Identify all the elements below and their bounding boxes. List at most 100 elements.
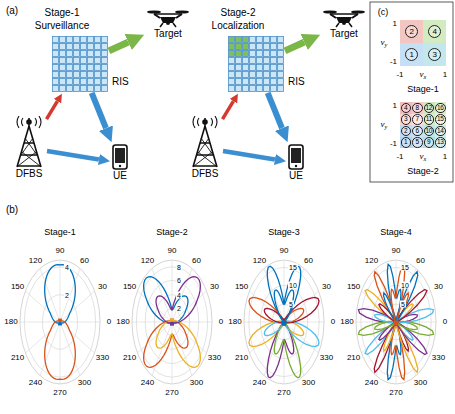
- callout-number: 11: [424, 114, 435, 125]
- region-cell: 16: [435, 102, 447, 114]
- callout-number: 4: [428, 25, 441, 38]
- angle-tick: 120: [29, 257, 42, 265]
- node-label: UE: [289, 170, 303, 182]
- angle-tick: 0: [219, 318, 223, 326]
- polar-plot: [20, 260, 100, 384]
- panel-label: (a): [6, 6, 18, 16]
- radial-tick: 15: [400, 264, 410, 271]
- region-cell: 3: [423, 43, 446, 66]
- region-cell: 11: [423, 114, 435, 126]
- angle-tick: 210: [235, 354, 248, 362]
- plot-title: Stage-1: [44, 228, 76, 237]
- node-label: DFBS: [16, 168, 43, 180]
- angle-tick: 60: [80, 257, 89, 265]
- node-label: DFBS: [192, 168, 219, 180]
- radial-tick: 4: [64, 263, 70, 270]
- angle-tick: 180: [228, 318, 241, 326]
- callout-number: 2: [401, 126, 412, 137]
- angle-tick: 300: [414, 379, 427, 387]
- signal-arrow: [285, 42, 304, 51]
- signal-arrow: [92, 93, 106, 128]
- axis-tick: -1: [390, 58, 397, 66]
- radial-tick: 10: [288, 282, 298, 289]
- node-label: Target: [330, 28, 358, 40]
- axis-tick: -1: [396, 153, 403, 161]
- axis-tick: 1: [393, 102, 397, 110]
- axis-tick: 1: [443, 71, 447, 79]
- signal-arrow: [223, 101, 234, 119]
- angle-tick: 0: [443, 318, 447, 326]
- region-cell: 10: [423, 125, 435, 137]
- angle-tick: 210: [347, 354, 360, 362]
- callout-number: 13: [435, 137, 446, 148]
- angle-tick: 120: [141, 257, 154, 265]
- angle-tick: 330: [96, 354, 109, 362]
- region-cell: 12: [423, 102, 435, 114]
- region-cell: 4: [423, 20, 446, 43]
- region-cell: 3: [400, 114, 412, 126]
- node-label: RIS: [112, 76, 129, 88]
- polar-plot: [244, 260, 324, 384]
- radial-tick: 2: [176, 305, 182, 312]
- angle-tick: 0: [331, 318, 335, 326]
- phone-icon: [112, 144, 128, 170]
- plot-title: Stage-2: [156, 228, 188, 237]
- region-cell: 5: [412, 137, 424, 149]
- panel-frame: [370, 2, 453, 182]
- region-cell: 15: [435, 114, 447, 126]
- angle-tick: 120: [253, 257, 266, 265]
- angle-tick: 30: [434, 283, 443, 291]
- stage-title: Stage-1: [44, 8, 79, 18]
- radial-tick: 5: [400, 301, 406, 308]
- stage-subtitle: Localization: [212, 21, 265, 31]
- ris-icon: [228, 36, 284, 92]
- axis-tick: -1: [396, 71, 403, 79]
- region-cell: 4: [400, 102, 412, 114]
- callout-number: 5: [412, 137, 423, 148]
- angle-tick: 240: [141, 379, 154, 387]
- axis-tick: 1: [393, 20, 397, 28]
- callout-number: 16: [435, 103, 446, 114]
- stage-title: Stage-2: [220, 8, 255, 18]
- angle-tick: 270: [389, 389, 402, 397]
- angle-tick: 180: [340, 318, 353, 326]
- angle-tick: 90: [280, 247, 289, 255]
- tower-icon: [12, 116, 46, 168]
- signal-arrow: [109, 42, 128, 51]
- signal-arrow: [268, 93, 282, 128]
- axis-label: vy: [381, 38, 388, 48]
- base-station: DFBS: [188, 116, 222, 180]
- angle-tick: 120: [365, 257, 378, 265]
- region-cell: 1: [400, 137, 412, 149]
- region-cell: 14: [435, 125, 447, 137]
- radial-tick: 2: [64, 291, 70, 298]
- region-cell: 9: [423, 137, 435, 149]
- angle-tick: 60: [192, 257, 201, 265]
- polar-plot: [356, 260, 436, 384]
- axis-label: vy: [381, 120, 388, 130]
- user-equipment: UE: [288, 144, 304, 182]
- angle-tick: 150: [347, 283, 360, 291]
- angle-tick: 90: [168, 247, 177, 255]
- axis-tick: 1: [443, 153, 447, 161]
- axis-label: vx: [420, 70, 427, 80]
- angle-tick: 210: [11, 354, 24, 362]
- callout-number: 9: [424, 137, 435, 148]
- callout-number: 8: [412, 103, 423, 114]
- node-label: UE: [113, 170, 127, 182]
- angle-tick: 270: [277, 389, 290, 397]
- user-equipment: UE: [112, 144, 128, 182]
- stage-subtitle: Surveillance: [35, 21, 89, 31]
- region-cell: 1: [400, 43, 423, 66]
- drone-icon: [322, 8, 366, 28]
- target-drone: Target: [322, 8, 366, 40]
- node-label: RIS: [288, 76, 305, 88]
- callout-number: 12: [424, 103, 435, 114]
- axis-label: vx: [420, 152, 427, 162]
- angle-tick: 300: [190, 379, 203, 387]
- angle-tick: 270: [165, 389, 178, 397]
- radial-tick: 8: [176, 263, 182, 270]
- ris-icon: [52, 36, 108, 92]
- signal-arrow: [47, 151, 99, 160]
- panel-label: (c): [378, 8, 389, 17]
